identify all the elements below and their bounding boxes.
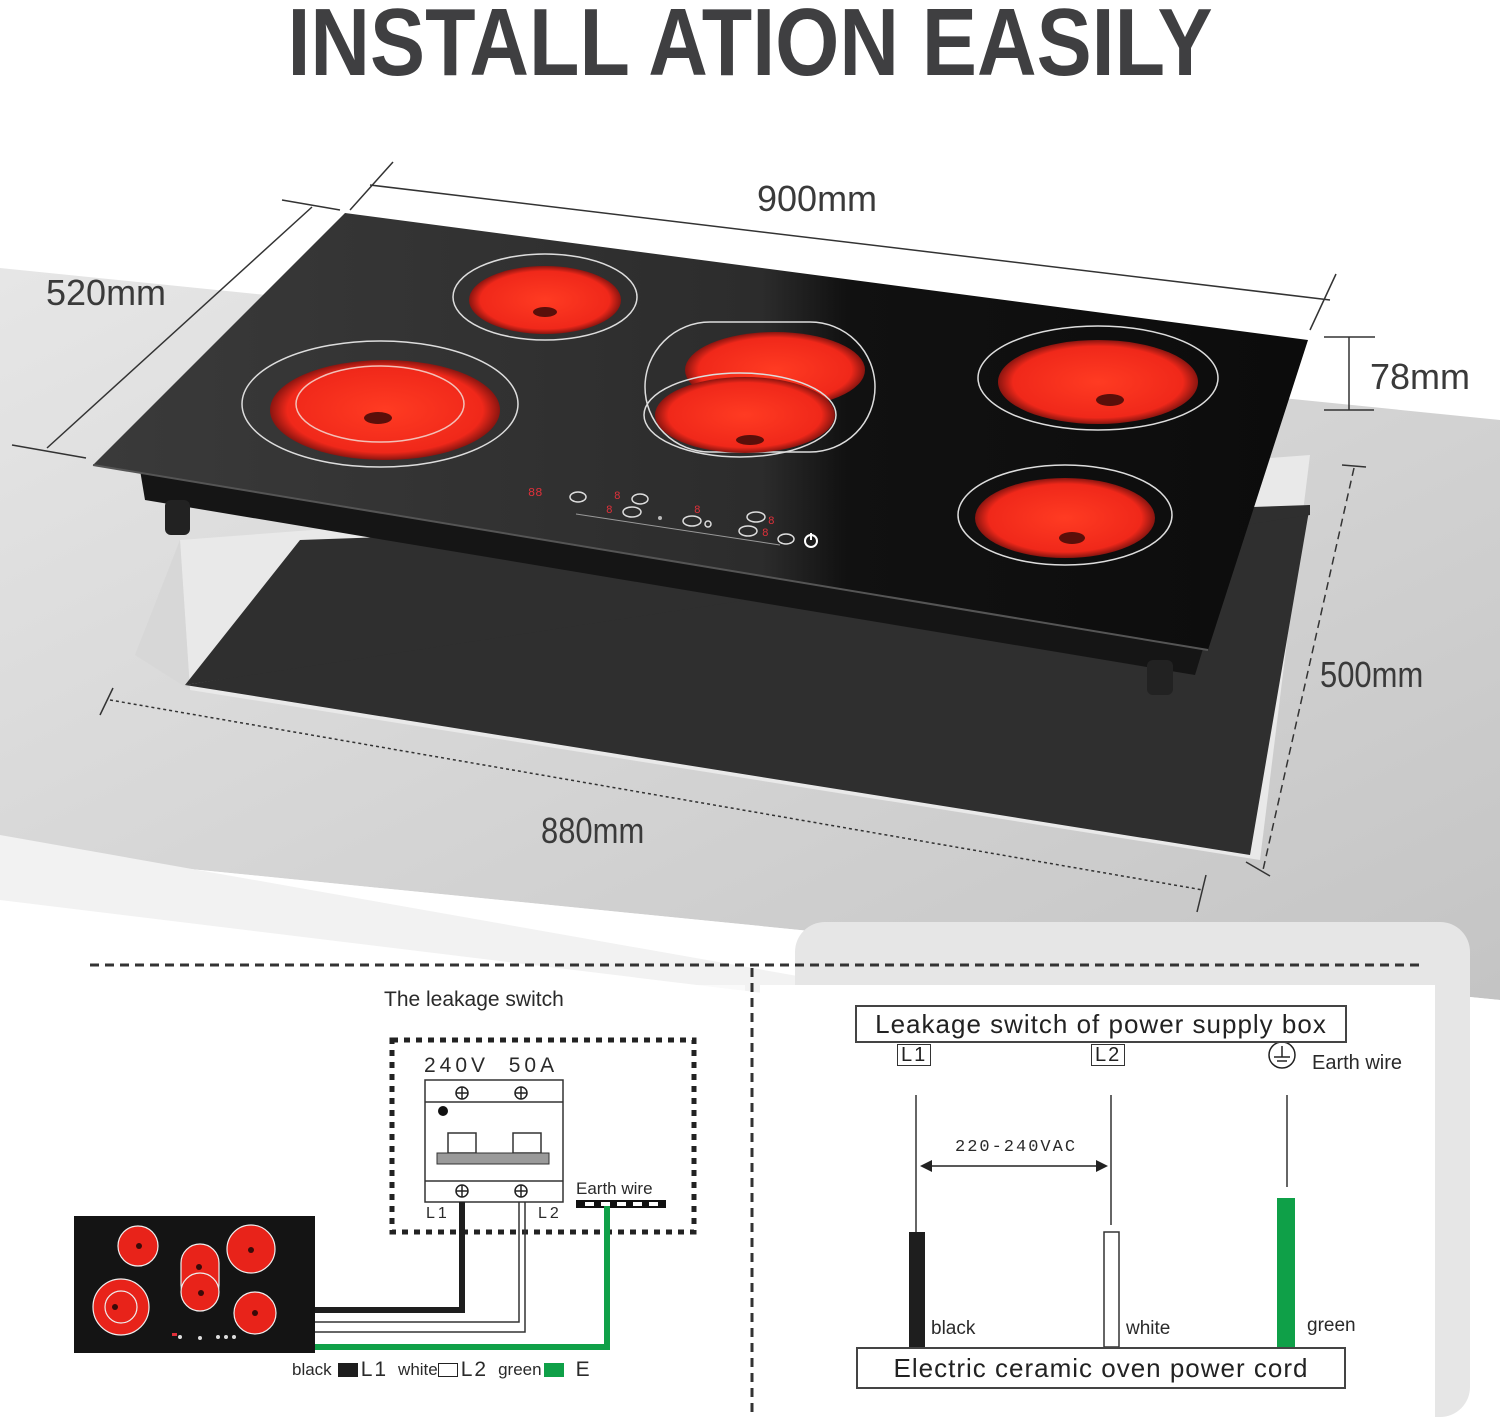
wire-legend: black L1 white L2 green E [292, 1358, 600, 1382]
burner-back-right [977, 325, 1219, 431]
terminal-l2-box: L2 [1091, 1044, 1126, 1066]
terminal-l1-label: L1 [426, 1205, 450, 1222]
svg-text:8: 8 [614, 491, 621, 503]
dimension-width-top: 900mm [757, 178, 878, 219]
power-cord-label: Electric ceramic oven power cord [856, 1347, 1346, 1389]
dimension-depth-top: 520mm [46, 272, 167, 313]
white-swatch-icon [437, 1363, 458, 1377]
dimension-height: 78mm [1370, 356, 1471, 397]
legend-item-black: black L1 [292, 1358, 389, 1381]
dimension-cutout-width: 880mm [541, 810, 645, 851]
wire-label-black: black [931, 1318, 976, 1339]
control-panel: 88 8 8 8 8 8 [528, 486, 818, 548]
page-title: INSTALL ATION EASILY [287, 0, 1213, 96]
svg-text:8: 8 [606, 505, 613, 517]
legend-item-green: green E [498, 1358, 590, 1381]
breaker-rating: 240V 50A [424, 1054, 559, 1077]
burner-front-left [241, 340, 519, 468]
legend-item-white: white L2 [398, 1358, 489, 1381]
wire-label-green: green [1307, 1315, 1356, 1336]
earth-wire-label: Earth wire [576, 1179, 653, 1198]
burner-center-bridge [643, 321, 876, 458]
black-swatch-icon [337, 1363, 358, 1377]
green-swatch-icon [543, 1363, 564, 1377]
terminal-l2-label: L2 [538, 1205, 562, 1222]
burner-front-right [957, 464, 1173, 566]
earth-wire-label-right: Earth wire [1312, 1052, 1403, 1074]
svg-text:8: 8 [762, 528, 769, 540]
burner-back-left [452, 253, 638, 341]
power-supply-box-label: Leakage switch of power supply box [855, 1005, 1347, 1043]
svg-text:88: 88 [528, 486, 542, 500]
leakage-switch-heading: The leakage switch [384, 988, 564, 1011]
wire-label-white: white [1126, 1318, 1171, 1339]
terminal-l1-box: L1 [897, 1044, 932, 1066]
svg-text:8: 8 [694, 505, 701, 517]
dimension-cutout-depth: 500mm [1320, 654, 1424, 695]
svg-text:8: 8 [768, 516, 775, 528]
voltage-label: 220-240VAC [955, 1138, 1078, 1157]
